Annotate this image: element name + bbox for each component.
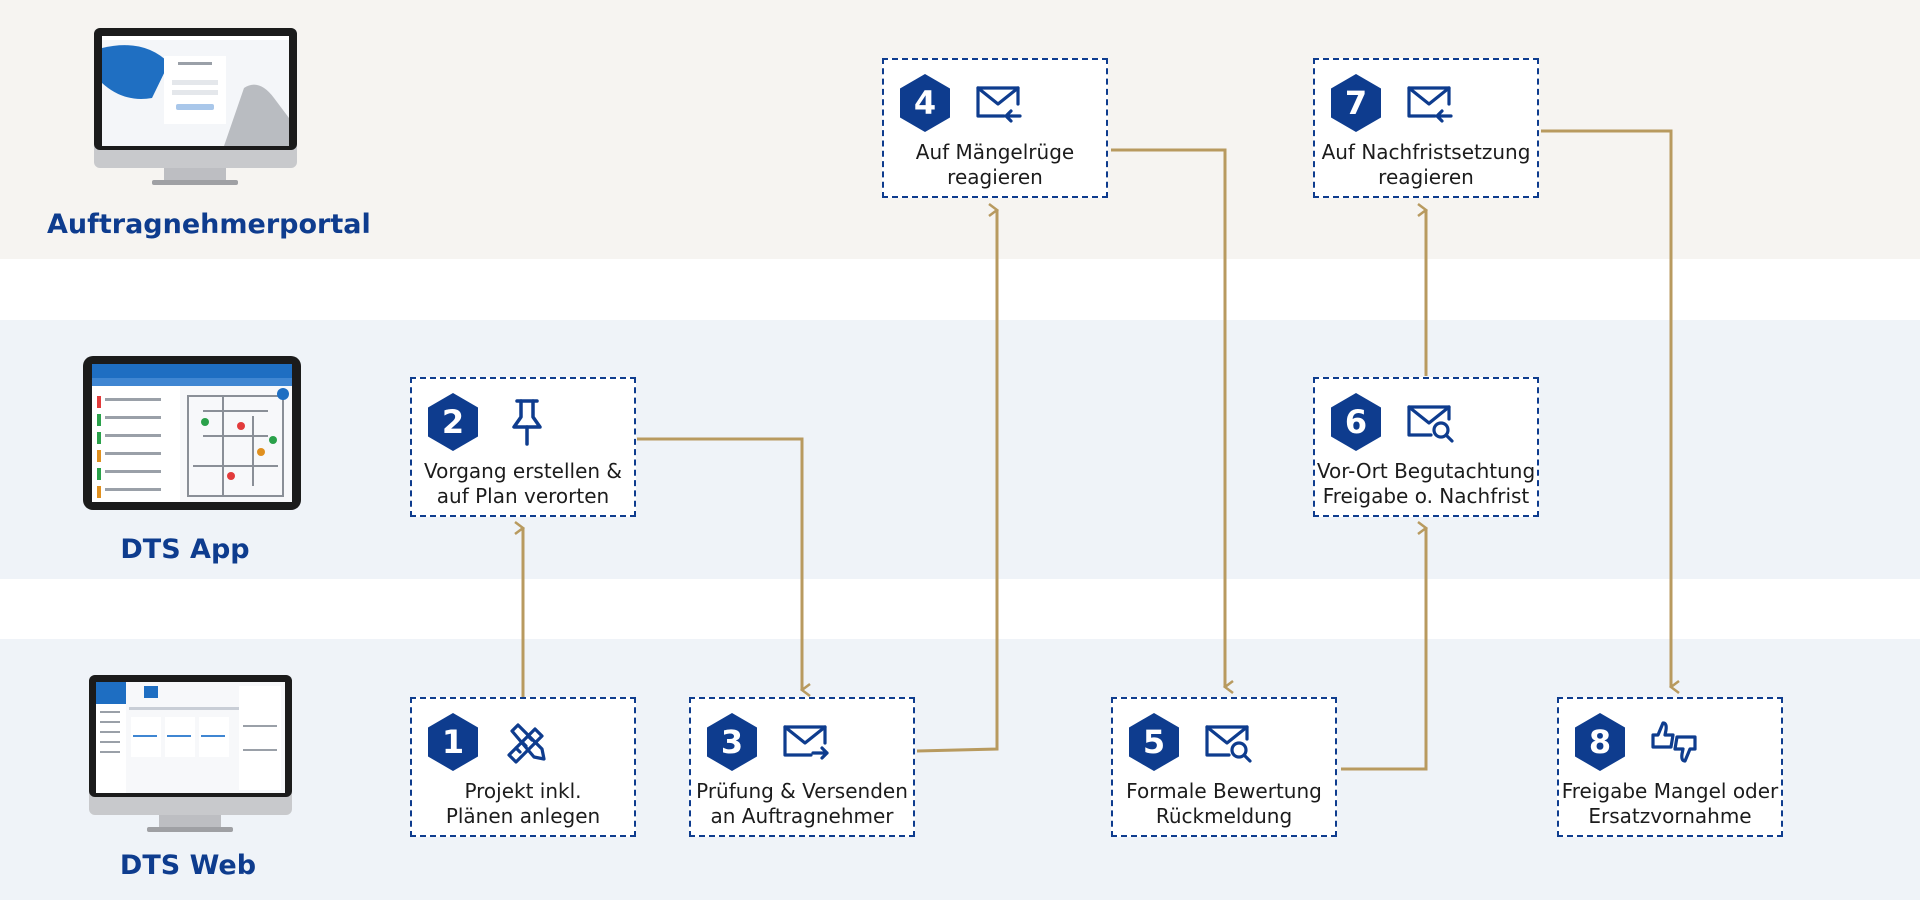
step-badge-hexagon [1129,713,1179,771]
step-label: Auf Mängelrüge reagieren [915,140,1075,189]
step-badge-hexagon [1331,393,1381,451]
step-number: 7 [1344,84,1368,122]
step-number: 4 [913,84,937,122]
pushpin-icon [512,399,542,446]
thumbs-up-down-icon [1651,721,1697,763]
step-label: Vor-Ort Begutachtung Freigabe o. Nachfri… [1316,459,1536,508]
step-badge-hexagon [428,713,478,771]
step-box-2: 2 Vorgang erstellen & auf Plan verorten [410,377,636,517]
step-number: 3 [720,723,744,761]
connector-2-to-3 [637,437,811,697]
step-box-6: 6 Vor-Ort Begutachtung Freigabe o. Nachf… [1313,377,1539,517]
step-number: 2 [441,403,465,441]
step-badge-hexagon [900,74,950,132]
mail-reply-icon [1407,86,1453,123]
ruler-pencil-icon [507,723,546,764]
lane-band-dts-app [0,320,1920,579]
step-number: 1 [441,723,465,761]
step-label: Projekt inkl. Plänen anlegen [445,779,601,828]
step-badge-hexagon [1575,713,1625,771]
step-box-1: 1 Projekt inkl. Plänen anlegen [410,697,636,837]
step-box-3: 3 Prüfung & Versenden an Auftragnehmer [689,697,915,837]
connector-5-to-6 [1341,521,1429,771]
connector-7-to-8 [1541,129,1680,694]
tablet-app-illustration [83,356,301,510]
monitor-portal-illustration [94,28,297,185]
step-badge-hexagon [428,393,478,451]
connector-4-to-5 [1111,148,1234,694]
lane-label-dts-app: DTS App [120,534,250,565]
mail-search-icon [1205,725,1252,763]
step-badge-hexagon [707,713,757,771]
lane-label-dts-web: DTS Web [119,850,257,881]
mail-reply-icon [976,86,1022,123]
step-number: 8 [1588,723,1612,761]
step-box-4: 4 Auf Mängelrüge reagieren [882,58,1108,198]
connector-3-to-4 [916,203,1000,753]
step-label: Auf Nachfristsetzung reagieren [1321,140,1531,189]
step-number: 6 [1344,403,1368,441]
step-box-5: 5 Formale Bewertung Rückmeldung [1111,697,1337,837]
mail-send-icon [783,725,829,760]
step-badge-hexagon [1331,74,1381,132]
monitor-web-illustration [89,675,292,832]
lane-label-auftragnehmerportal: Auftragnehmerportal [47,209,371,240]
step-box-8: 8 Freigabe Mangel oder Ersatzvornahme [1557,697,1783,837]
step-number: 5 [1142,723,1166,761]
step-label: Prüfung & Versenden an Auftragnehmer [696,779,908,828]
step-label: Freigabe Mangel oder Ersatzvornahme [1561,779,1779,828]
mail-search-icon [1407,405,1454,443]
step-box-7: 7 Auf Nachfristsetzung reagieren [1313,58,1539,198]
step-label: Formale Bewertung Rückmeldung [1126,779,1322,828]
step-label: Vorgang erstellen & auf Plan verorten [423,459,623,508]
